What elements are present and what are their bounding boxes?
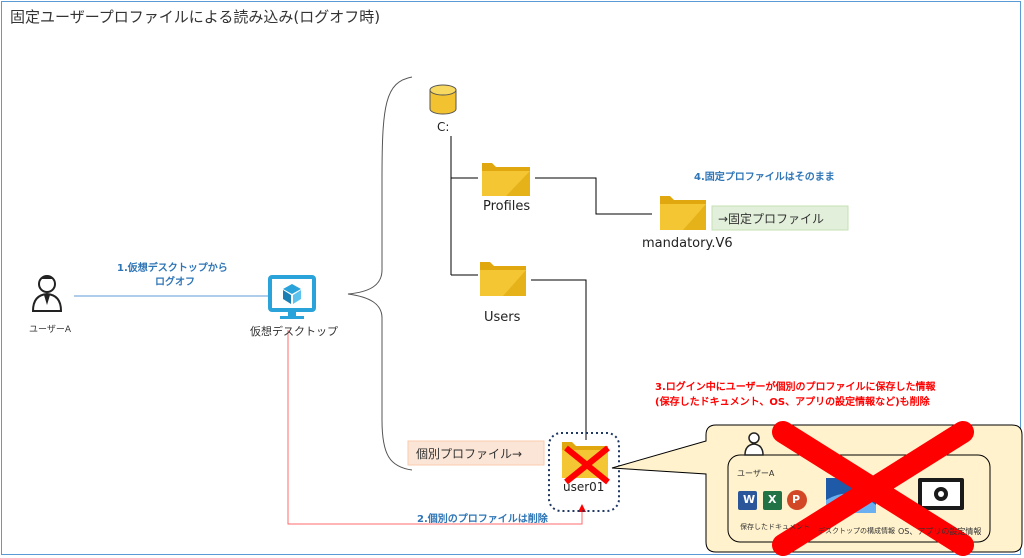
group-brace	[347, 76, 413, 471]
delete-arrow	[287, 330, 583, 525]
folder-label-user01: user01	[563, 480, 605, 494]
fixed-profile-tag-box	[711, 205, 849, 231]
excel-letter: X	[768, 493, 777, 506]
callout-user-label: ユーザーA	[737, 469, 775, 478]
personal-profile-tag: 個別プロファイル→	[416, 447, 523, 461]
small-delete-x-icon	[564, 445, 610, 485]
big-delete-x-icon	[772, 421, 974, 556]
folder-icon-profiles	[482, 163, 530, 196]
user-label: ユーザーA	[29, 325, 71, 335]
settings-monitor-icon	[918, 478, 964, 510]
user01-highlight	[548, 432, 620, 512]
callout-docs-label: 保存したドキュメント	[740, 523, 810, 531]
callout-user-icon	[744, 432, 764, 456]
word-icon	[738, 491, 757, 510]
step3-line2: (保存したドキュメント、OS、アプリの設定情報など)も削除	[655, 397, 930, 408]
personal-profile-tag-box	[407, 440, 545, 466]
tree-branch-user01	[531, 279, 587, 440]
folder-icon-users	[480, 262, 526, 296]
powerpoint-letter: P	[792, 493, 801, 506]
callout-os-label: OS、アプリの設定情報	[898, 527, 982, 536]
drive-label: C:	[437, 120, 450, 134]
diagram-title: 固定ユーザープロファイルによる読み込み(ログオフ時)	[10, 8, 381, 26]
virtual-desktop-icon	[268, 275, 316, 319]
step2-label: 2.個別のプロファイルは削除	[417, 514, 548, 525]
fixed-profile-tag: →固定プロファイル	[718, 212, 825, 226]
folder-label-mandatory: mandatory.V6	[642, 236, 733, 251]
step4-label: 4.固定プロファイルはそのまま	[694, 172, 835, 183]
callout-inner-box	[727, 454, 991, 543]
folder-icon-mandatory	[660, 196, 706, 230]
folder-label-profiles: Profiles	[483, 199, 531, 214]
user-icon	[31, 275, 63, 312]
tree-branch-mandatory	[535, 177, 652, 215]
virtual-desktop-label: 仮想デスクトップ	[250, 325, 338, 338]
powerpoint-icon	[787, 490, 807, 510]
word-letter: W	[743, 493, 756, 506]
drive-icon	[429, 84, 457, 115]
step1-line1: 1.仮想デスクトップから	[117, 263, 228, 274]
folder-label-users: Users	[484, 310, 521, 325]
step1-line2: ログオフ	[155, 277, 195, 288]
excel-icon	[763, 491, 782, 510]
callout-desktop-label: デスクトップの構成情報	[818, 527, 895, 535]
step3-line1: 3.ログイン中にユーザーが個別のプロファイルに保存した情報	[655, 382, 936, 393]
